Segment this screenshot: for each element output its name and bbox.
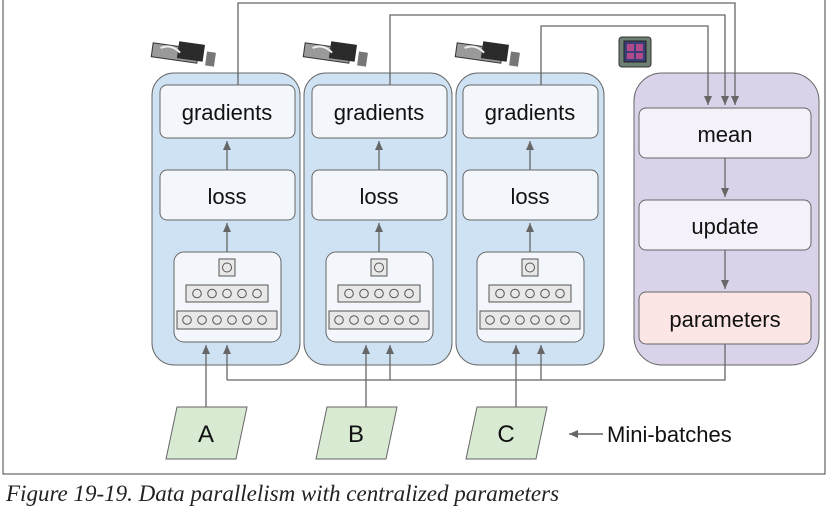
worker-1: gradients loss xyxy=(150,41,301,366)
cpu-chip-icon xyxy=(618,36,652,68)
worker-3: gradients loss xyxy=(454,41,605,366)
minibatch-shape xyxy=(465,406,548,460)
minibatch-shape xyxy=(315,406,398,460)
worker-2: gradients loss xyxy=(302,41,453,366)
figure-caption: Figure 19-19. Data parallelism with cent… xyxy=(6,481,560,506)
loss-label: loss xyxy=(359,184,398,209)
minibatch-b: B xyxy=(315,406,398,460)
gradient-routes xyxy=(237,2,739,105)
mean-label: mean xyxy=(697,122,752,147)
worker-1-gradient-route xyxy=(237,2,739,105)
parameter-server: mean update parameters xyxy=(618,36,820,366)
gradients-label: gradients xyxy=(485,100,576,125)
loss-label: loss xyxy=(510,184,549,209)
minibatch-c-label: C xyxy=(497,421,514,448)
gradients-box xyxy=(462,84,599,139)
gpu-card-icon xyxy=(302,41,368,67)
gpu-card-icon xyxy=(454,41,520,67)
minibatch-c: C xyxy=(465,406,548,460)
parameter-broadcast-routes xyxy=(223,344,726,381)
minibatches-label: Mini-batches xyxy=(607,422,732,447)
worker-3-gradient-route xyxy=(540,25,712,105)
worker-2-gradient-route xyxy=(389,14,729,105)
gradients-label: gradients xyxy=(182,100,273,125)
neural-network-icon xyxy=(173,251,282,343)
parameters-return-line xyxy=(227,344,726,381)
minibatch-a-label: A xyxy=(198,421,214,448)
gpu-card-icon xyxy=(150,41,216,67)
minibatch-shape xyxy=(165,406,248,460)
parameters-label: parameters xyxy=(669,307,780,332)
gradients-box xyxy=(159,84,296,139)
data-parallelism-diagram: gradients loss xyxy=(2,0,826,475)
minibatch-a: A xyxy=(165,406,248,460)
gradients-box xyxy=(311,84,448,139)
neural-network-icon xyxy=(476,251,585,343)
neural-network-icon xyxy=(325,251,434,343)
update-label: update xyxy=(691,214,758,239)
minibatch-b-label: B xyxy=(348,421,364,448)
minibatch-routes xyxy=(202,345,520,407)
figure-frame xyxy=(2,0,826,475)
loss-label: loss xyxy=(207,184,246,209)
gradients-label: gradients xyxy=(334,100,425,125)
